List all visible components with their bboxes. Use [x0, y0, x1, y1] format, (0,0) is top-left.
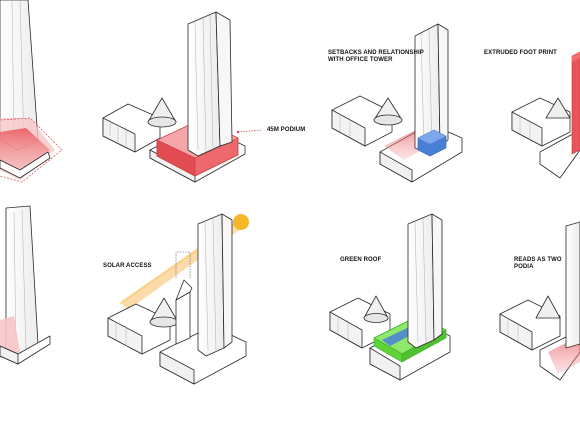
panel-solar-access [107, 213, 249, 385]
base-slab [0, 151, 51, 179]
label-reads-line2: PODIA [514, 264, 534, 270]
label-extruded-footprint: EXTRUDED FOOT PRINT [484, 50, 557, 56]
office-tower [187, 11, 221, 157]
panel-45m-podium [102, 11, 263, 183]
label-solar-access: SOLAR ACCESS [103, 263, 152, 269]
office-tower [565, 221, 580, 349]
podium-volume-red [0, 128, 50, 170]
podium-volume-red [0, 316, 20, 358]
label-reads-line1: READS AS TWO [514, 257, 562, 263]
label-setbacks-line1: SETBACKS AND RELATIONSHIP [328, 50, 424, 56]
sun-icon [233, 214, 249, 230]
site-boundary-dashed [0, 117, 63, 183]
office-tower [197, 213, 225, 357]
office-tower [407, 213, 435, 349]
panel-tower-bottom-left [0, 205, 51, 365]
label-green-roof: GREEN ROOF [340, 257, 382, 263]
panel-setbacks [331, 23, 463, 183]
extruded-volume-red [571, 51, 580, 155]
panel-site-footprint [0, 0, 63, 183]
panel-green-roof [329, 213, 451, 381]
label-setbacks-line2: WITH OFFICE TOWER [328, 57, 393, 63]
label-45m-podium: 45m PODIUM [267, 127, 306, 133]
cone-structure [535, 295, 561, 319]
panel-extruded-footprint [511, 51, 580, 179]
profile-dashed [175, 251, 191, 278]
panel-two-podia [499, 221, 580, 381]
